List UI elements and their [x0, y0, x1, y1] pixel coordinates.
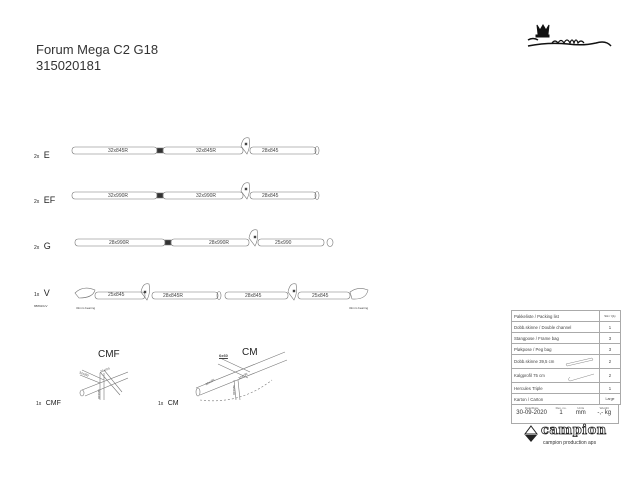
fitting-dimension: 32x100 [96, 389, 101, 399]
item-name: Hercules Triple [511, 382, 600, 394]
units-label: Units [577, 406, 585, 410]
campion-wordmark: campion [541, 423, 607, 439]
row-qty: 2x [34, 245, 40, 251]
rev-value: 1 [559, 410, 563, 416]
bearing-note: 32mm bearing [349, 306, 369, 310]
weight-label: Weight [599, 406, 609, 410]
row-e-label: 2x E [34, 145, 50, 163]
item-qty: 1 [599, 321, 621, 333]
item-name: Karton / Carton [511, 393, 600, 405]
header-cell: Pakkeliste / Packing list [511, 310, 600, 322]
row-subcode: 888920xV [34, 304, 48, 308]
row-code: E [43, 150, 50, 160]
tube-label: 25x845 [108, 292, 125, 298]
bolt-size: 6x60 [219, 353, 228, 358]
tube-label: 28x990R [109, 240, 130, 246]
tube-label: 28x845 [262, 193, 279, 199]
item-qty: 2 [599, 368, 621, 383]
tube-label: 25x845 [312, 293, 329, 299]
tube-label: 28x990R [209, 240, 230, 246]
row-ef-label: 2x EF [34, 190, 55, 208]
campion-triangle-icon [524, 425, 538, 442]
tube-label: 32x990R [108, 193, 129, 199]
cm-title: CM [242, 347, 258, 358]
campion-logo [524, 425, 538, 448]
tube-label: 28x845R [163, 293, 184, 299]
cm-label: 1x CM [158, 392, 179, 410]
row-code: V [43, 288, 50, 298]
document-header: Forum Mega C2 G18 315020181 [36, 42, 158, 74]
tube-label: 25x990 [275, 240, 292, 246]
weight-cell: Weight-,- kg [591, 405, 618, 423]
tube-label: 32x990R [196, 193, 217, 199]
cmf-title: CMF [98, 349, 120, 360]
item-qty: 3 [599, 343, 621, 355]
isabella-logo [527, 24, 612, 47]
tube-label: 28x845 [262, 148, 279, 154]
row-v-label: 1x V 888920xV [34, 288, 50, 310]
item-qty: 2 [599, 354, 621, 369]
fitting-dimension: 32x100 [231, 385, 236, 395]
date-value: 30-09-2020 [516, 410, 547, 416]
fitting-code: CM [167, 400, 179, 407]
fitting-code: CMF [45, 400, 61, 407]
item-name: Kalgprofil 75 cm [511, 368, 600, 383]
tube-label: 28x845 [245, 293, 262, 299]
bearing-note: 32mm bearing [76, 306, 96, 310]
weight-value: -,- kg [597, 410, 612, 416]
item-name: Dobb.skinne / Double channel [511, 321, 600, 333]
item-qty: 1 [599, 382, 621, 394]
header-cell: Stk / Qty [599, 310, 621, 322]
row-qty: 1x [34, 292, 40, 298]
product-title: Forum Mega C2 G18 [36, 42, 159, 57]
rev-cell: Rev. no.1 [551, 405, 571, 423]
fitting-qty: 1x [158, 401, 164, 407]
units-value: mm [575, 410, 586, 416]
item-qty: 3 [599, 332, 621, 344]
product-number: 315020181 [36, 58, 102, 73]
company-name: campion production aps [543, 440, 597, 446]
tube-label: 32x845R [196, 148, 217, 154]
date-label: Date/Date [524, 406, 539, 410]
row-code: EF [43, 195, 56, 205]
row-qty: 2x [34, 199, 40, 205]
tube-drawings [71, 137, 369, 402]
item-name: Pløkpose / Peg bag [511, 343, 600, 355]
item-name: Stangpose / Frame bag [511, 332, 600, 344]
cmf-label: 1x CMF [36, 392, 61, 410]
item-qty: Large [599, 393, 621, 405]
row-g-label: 2x G [34, 236, 51, 254]
row-code: G [43, 241, 51, 251]
item-name: Dobb.skinne 39,5 cm [511, 354, 600, 369]
row-qty: 2x [34, 154, 40, 160]
tube-label: 32x845R [108, 148, 129, 154]
fitting-qty: 1x [36, 401, 42, 407]
rev-label: Rev. no. [555, 406, 567, 410]
